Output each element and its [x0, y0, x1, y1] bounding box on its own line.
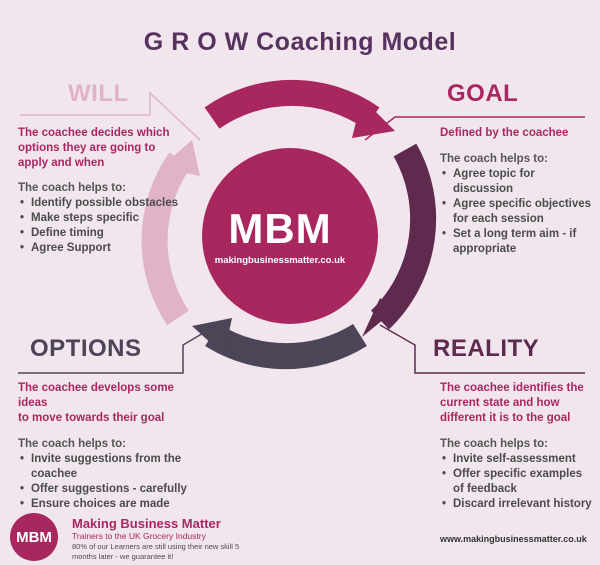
reality-lead-line: different it is to the goal	[440, 412, 571, 424]
center-circle	[202, 148, 378, 324]
will-bullet: Identify possible obstacles	[18, 196, 193, 211]
will-section: The coachee decides which options they a…	[18, 126, 193, 256]
will-bullet: Make steps specific	[18, 211, 193, 226]
will-arrowhead	[160, 140, 200, 176]
reality-arc	[370, 143, 437, 330]
goal-section: Defined by the coachee The coach helps t…	[440, 126, 595, 257]
footer-logo: MBM	[10, 513, 58, 561]
options-bullet: Offer suggestions - carefully	[18, 482, 188, 497]
options-lead-line: to move towards their goal	[18, 412, 165, 424]
options-arc	[205, 323, 367, 370]
reality-bullet: Discard irrelevant history	[440, 497, 595, 512]
goal-helps-label: The coach helps to:	[440, 153, 548, 165]
footer-url[interactable]: www.makingbusinessmatter.co.uk	[440, 534, 587, 544]
will-lead-line: options they are going to	[18, 142, 156, 154]
footer-tagline: Trainers to the UK Grocery Industry	[72, 531, 206, 541]
options-heading: OPTIONS	[30, 335, 142, 362]
options-bullet: Ensure choices are made	[18, 497, 188, 512]
options-bullet: Invite suggestions from the coachee	[18, 452, 188, 482]
will-helps-label: The coach helps to:	[18, 182, 126, 194]
goal-bullet: Agree topic for discussion	[440, 167, 595, 197]
reality-lead-line: current state and how	[440, 397, 560, 409]
will-bullet: Agree Support	[18, 241, 193, 256]
reality-connector	[379, 324, 585, 374]
center-logo: MBM makingbusinessmatter.co.uk	[205, 205, 355, 266]
reality-bullet: Invite self-assessment	[440, 452, 595, 467]
will-bullet: Define timing	[18, 226, 193, 241]
goal-arc	[204, 79, 380, 129]
center-url: makingbusinessmatter.co.uk	[214, 255, 346, 266]
page-title: G R O W Coaching Model	[143, 28, 457, 56]
options-helps-label: The coach helps to:	[18, 438, 126, 450]
reality-section: The coachee identifies the current state…	[440, 381, 595, 512]
options-connector	[18, 331, 206, 374]
will-lead-line: The coachee decides which	[18, 127, 170, 139]
goal-lead-line: Defined by the coachee	[440, 127, 569, 139]
footer-logo-text: MBM	[16, 528, 52, 546]
reality-heading: REALITY	[433, 335, 540, 362]
reality-lead-line: The coachee identifies the	[440, 382, 584, 394]
footer-promo: 80% of our Learners are still using thei…	[72, 542, 240, 561]
options-arrowhead	[192, 318, 232, 355]
options-lead-line: The coachee develops some ideas	[18, 382, 174, 409]
will-heading: WILL	[68, 80, 129, 107]
center-logo-text: MBM	[228, 205, 332, 252]
reality-arrowhead	[362, 298, 395, 337]
footer-company-name: Making Business Matter	[72, 516, 221, 531]
reality-bullet: Offer specific examples of feedback	[440, 467, 595, 497]
goal-bullet: Set a long term aim - if appropriate	[440, 227, 595, 257]
will-connector	[20, 91, 201, 141]
goal-arrowhead	[352, 98, 395, 138]
will-lead-line: apply and when	[18, 157, 105, 169]
options-section: The coachee develops some ideas to move …	[18, 381, 188, 512]
goal-bullet: Agree specific objectives for each sessi…	[440, 197, 595, 227]
reality-helps-label: The coach helps to:	[440, 438, 548, 450]
goal-heading: GOAL	[447, 80, 519, 107]
